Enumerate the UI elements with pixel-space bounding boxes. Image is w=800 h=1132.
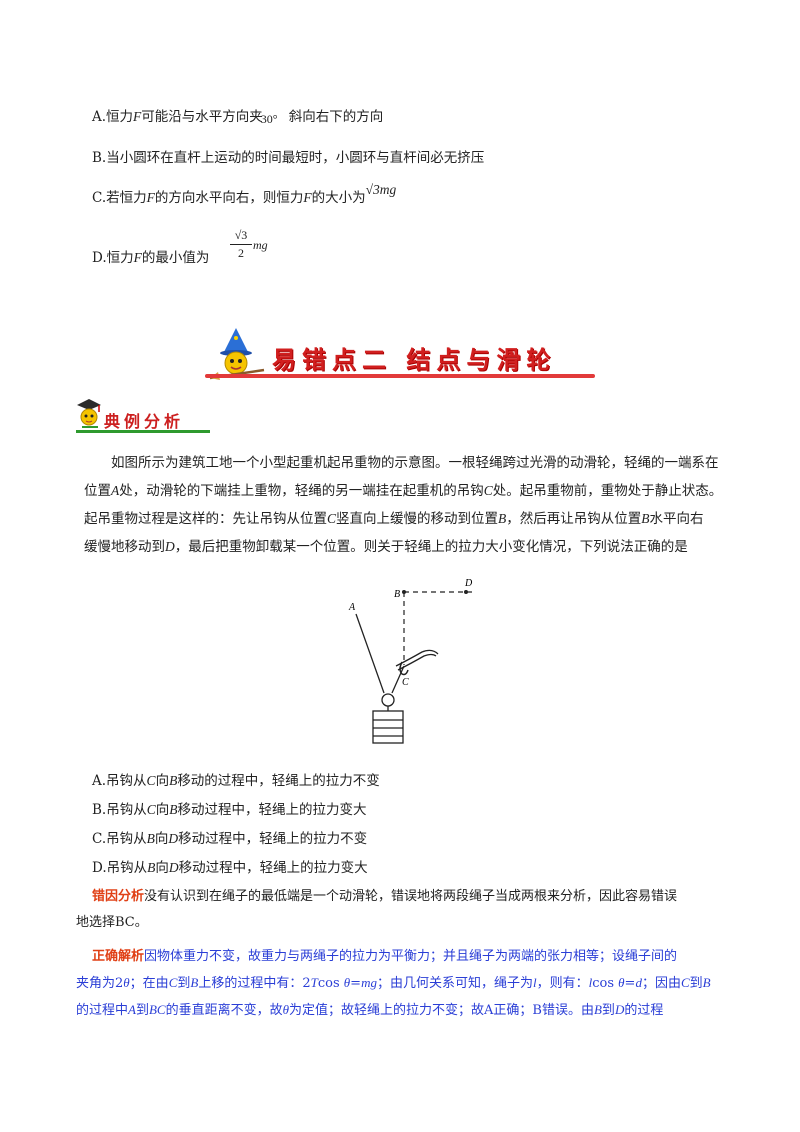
correct-analysis: 正确解析因物体重力不变，故重力与两绳子的拉力为平衡力；并且绳子为两端的张力相等；… xyxy=(76,949,711,1018)
figure-label-a: A xyxy=(348,602,356,613)
fraction: √3 2 xyxy=(230,228,252,261)
figure-label-b: B xyxy=(394,589,400,600)
formula-sqrt3mg: √3mg xyxy=(365,182,397,197)
figure-label-d: D xyxy=(464,578,473,589)
scholar-mascot-icon xyxy=(77,399,101,428)
option-c-top: C.若恒力F的方向水平向右，则恒力F的大小为√3mg xyxy=(92,182,397,206)
fraction-numerator: √3 xyxy=(234,228,248,242)
section-title: 易错点二 结点与滑轮 xyxy=(272,346,557,374)
figure-label-c: C xyxy=(402,677,409,688)
crane-pulley-figure: A B C D xyxy=(348,578,476,744)
fraction-denominator: 2 xyxy=(238,246,244,260)
fraction-tail: mg xyxy=(253,238,268,252)
section-underline xyxy=(205,374,595,378)
subsection-title: 典例分析 xyxy=(104,412,185,431)
error-analysis-label: 错因分析 xyxy=(92,889,145,904)
option-b-top: B.当小圆环在直杆上运动的时间最短时，小圆环与直杆间必无挤压 xyxy=(92,150,485,166)
problem-text: 如图所示为建筑工地一个小型起重机起吊重物的示意图。一根轻绳跨过光滑的动滑轮，轻绳… xyxy=(84,455,723,555)
correct-analysis-label: 正确解析 xyxy=(92,949,145,964)
option-a-bottom: A.吊钩从C向B移动的过程中，轻绳上的拉力不变 xyxy=(92,773,380,789)
error-analysis: 错因分析没有认识到在绳子的最低端是一个动滑轮，错误地将两段绳子当成两根来分析，因… xyxy=(76,889,678,930)
option-c-bottom: C.吊钩从B向D移动过程中，轻绳上的拉力不变 xyxy=(92,831,368,847)
angle-sup: 30° xyxy=(260,112,278,126)
option-d-bottom: D.吊钩从B向D移动过程中，轻绳上的拉力变大 xyxy=(92,860,368,876)
subsection-underline xyxy=(76,430,210,433)
option-b-bottom: B.吊钩从C向B移动过程中，轻绳上的拉力变大 xyxy=(92,802,367,818)
option-d-top: D.恒力F的最小值为 xyxy=(92,250,210,266)
